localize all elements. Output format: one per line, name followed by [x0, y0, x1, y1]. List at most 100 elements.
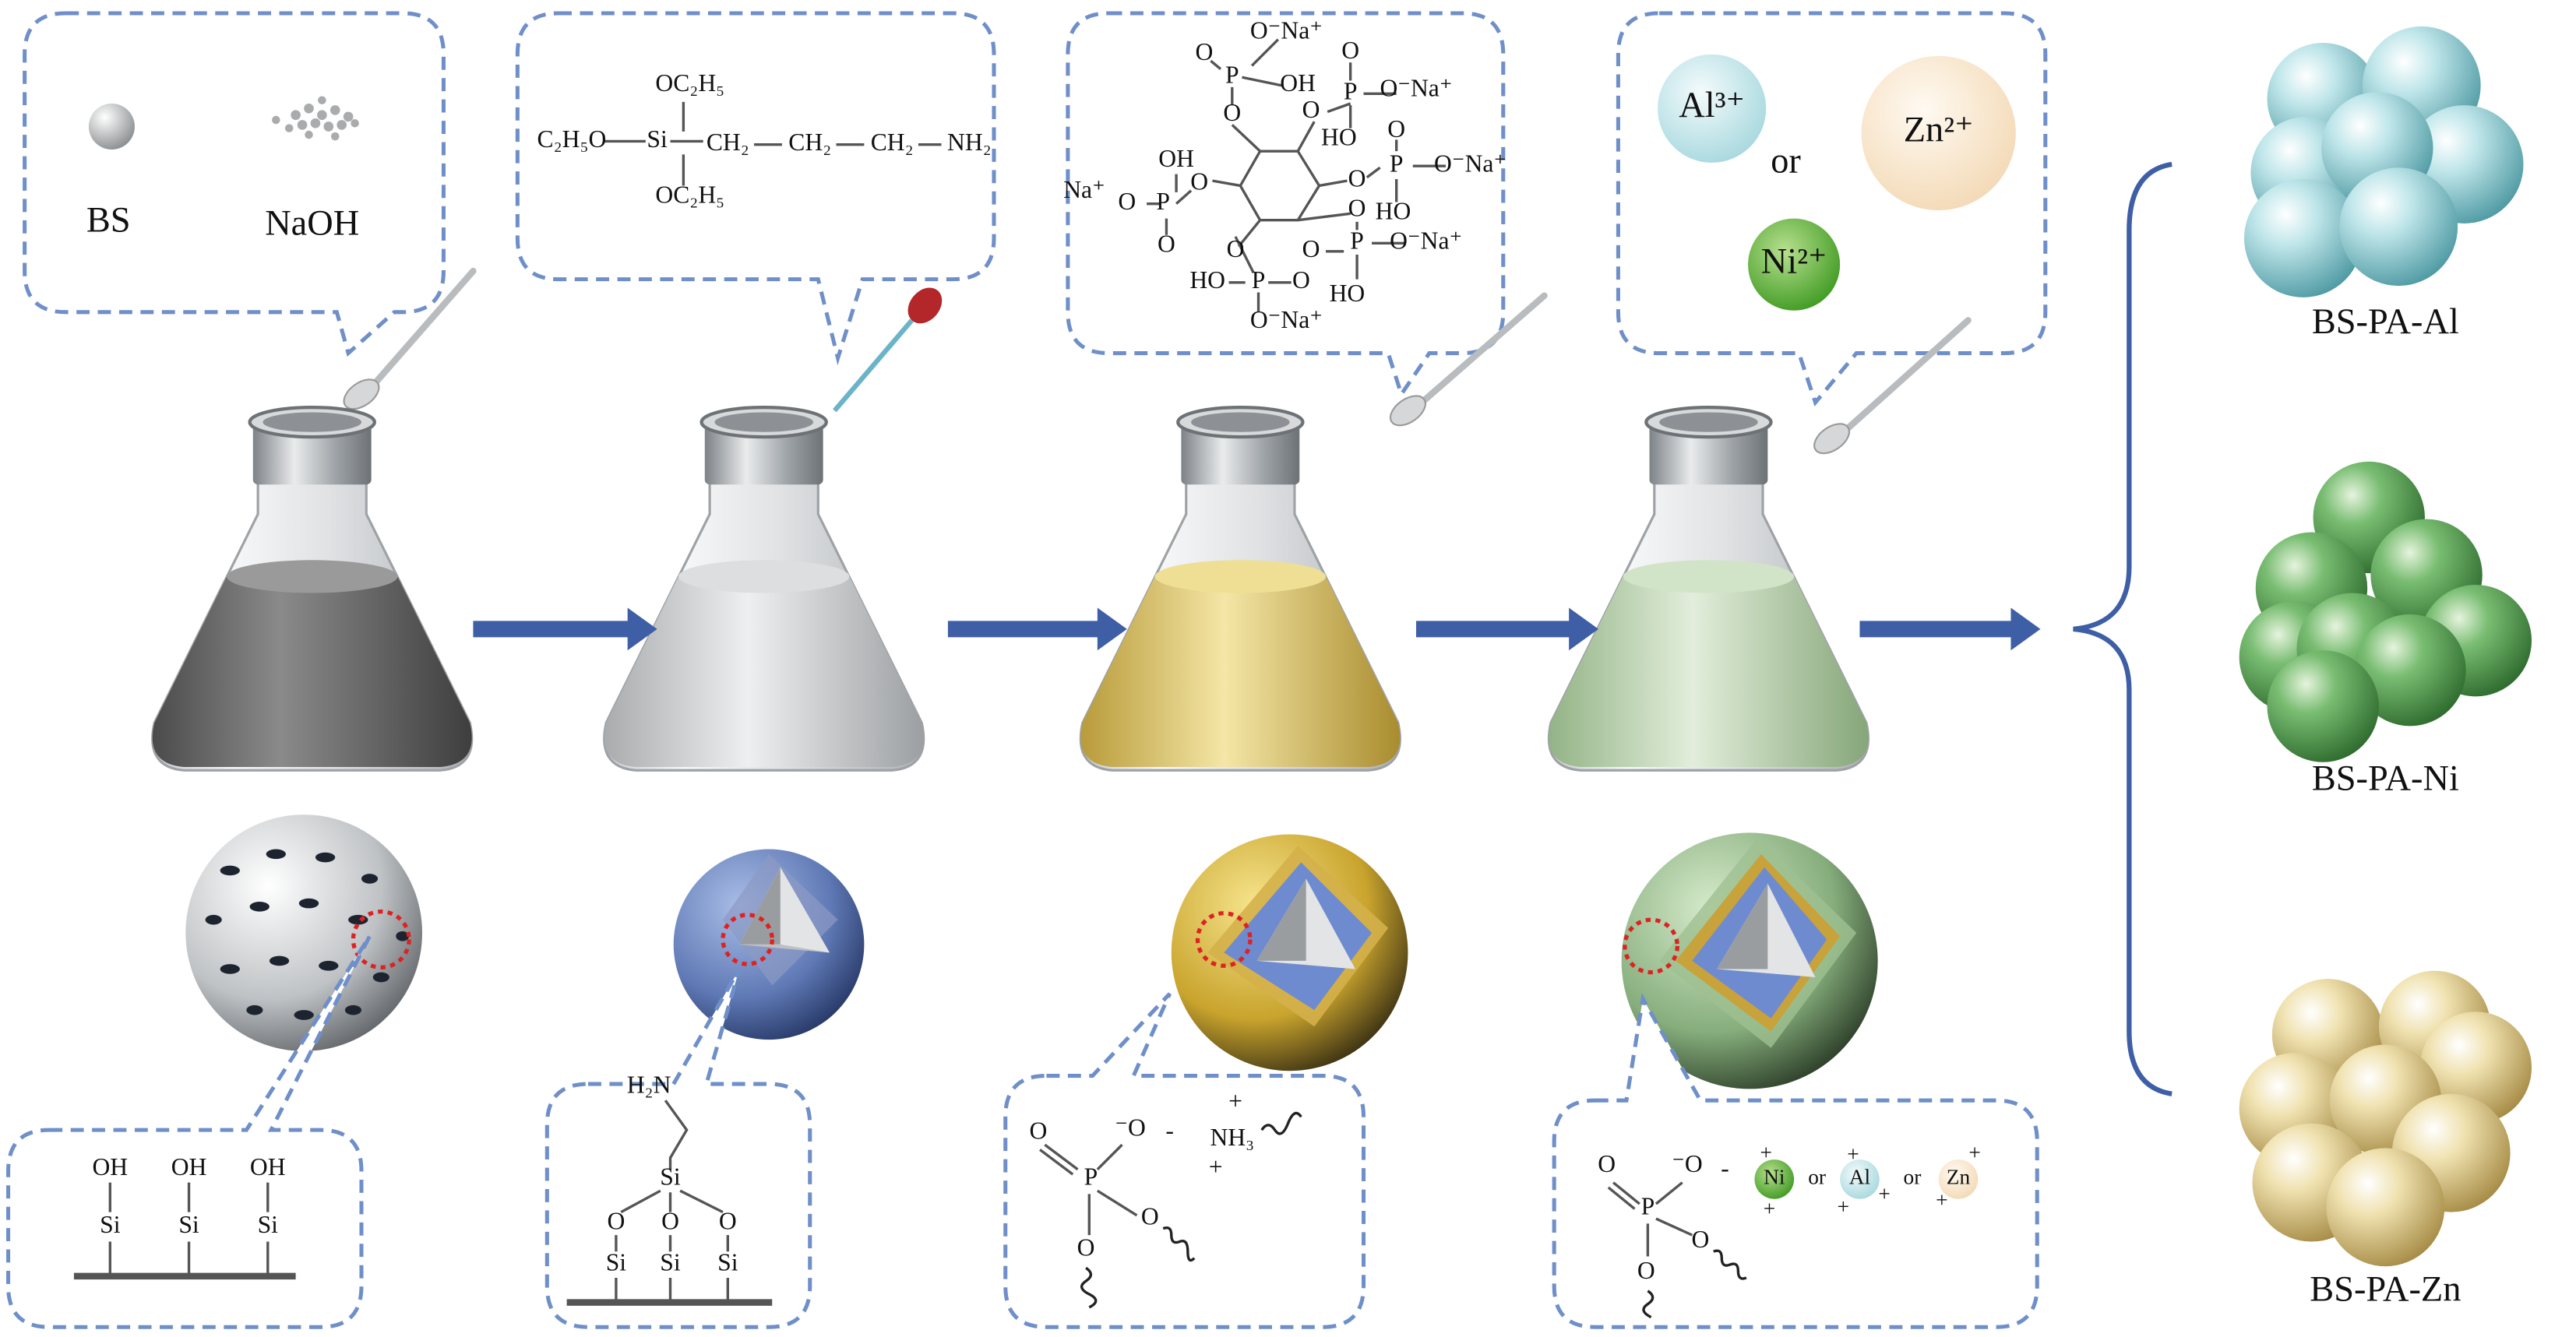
callout-silane-structure: OC₂H₅ C₂H₅O Si CH₂ CH₂ CH₂ NH₂ OC₂H₅: [515, 11, 996, 366]
product-cluster-ni: [2239, 461, 2532, 762]
o-label: O: [1077, 1233, 1095, 1261]
phytate-atom-label: P: [1156, 188, 1170, 215]
particle-ball: [2267, 650, 2379, 762]
highlight-circle-icon: [351, 910, 411, 969]
particle-ball: [2354, 614, 2466, 727]
oh-label: OH: [171, 1153, 207, 1180]
phytate-atom-label: Na⁺: [1063, 176, 1105, 203]
phytate-coated-sphere: [1171, 834, 1408, 1071]
o-minus-label: ⁻O: [1115, 1114, 1146, 1141]
si-label: Si: [660, 1163, 681, 1191]
oh-label: OH: [250, 1153, 286, 1180]
callout-metal-ions: Al³⁺ Zn²⁺ or Ni²⁺: [1616, 11, 2048, 406]
o-label: O: [1598, 1150, 1616, 1177]
plus-label: +: [1764, 1197, 1775, 1220]
si-label: Si: [606, 1248, 627, 1275]
phytate-atom-label: O⁻Na⁺: [1250, 17, 1323, 44]
zn-ion-icon: [1938, 1159, 1979, 1199]
silane-oc2h5-bottom: OC₂H₅: [655, 181, 724, 208]
phytate-atom-label: OH: [1158, 145, 1194, 172]
phytate-atom-label: O: [1118, 188, 1136, 215]
phytate-atom-label: P: [1350, 227, 1364, 255]
arrow-right-icon: [473, 607, 657, 651]
or-label: or: [1904, 1166, 1922, 1189]
o-label: O: [719, 1208, 737, 1235]
particle-ball: [2243, 179, 2363, 297]
phytate-atom-label: P: [1225, 62, 1239, 89]
silane-oc2h5-top: OC₂H₅: [655, 69, 724, 97]
si-label: Si: [178, 1211, 199, 1238]
h2n-label: H₂N: [627, 1071, 671, 1099]
o-label: O: [1637, 1257, 1655, 1284]
o-label: O: [1030, 1117, 1048, 1145]
naoh-label: NaOH: [265, 204, 359, 244]
ionic-dash: -: [1165, 1117, 1174, 1145]
or-label: or: [1771, 142, 1801, 181]
phytate-atom-label: HO: [1321, 124, 1357, 151]
spoon-icon: [1390, 292, 1548, 427]
phytate-atom-label: HO: [1189, 266, 1225, 294]
o-label: O: [1691, 1226, 1709, 1253]
phytate-atom-label: O: [1387, 115, 1405, 142]
dropper-icon: [832, 287, 943, 413]
callout-phosphate-ammonium: O ⁻O - + NH₃ + P O O: [1003, 992, 1366, 1329]
ionic-dash: -: [1721, 1155, 1729, 1182]
silane-ch2-3: CH₂: [871, 128, 914, 156]
p-label: P: [1084, 1163, 1098, 1191]
phytate-atom-label: O: [1223, 99, 1241, 126]
or-label: or: [1808, 1166, 1826, 1189]
highlight-circle-icon: [721, 913, 774, 966]
p-label: P: [1641, 1193, 1655, 1220]
amine-coated-sphere: [673, 849, 865, 1040]
product-label-ni: BS-PA-Ni: [2312, 759, 2459, 799]
o-label: O: [1141, 1202, 1159, 1230]
phytate-atom-label: O⁻Na⁺: [1390, 227, 1462, 255]
ni-ion-icon: [1754, 1159, 1795, 1199]
oh-label: OH: [92, 1153, 128, 1180]
particle-ball: [2339, 167, 2458, 287]
arrow-right-icon: [947, 607, 1127, 651]
bs-label: BS: [86, 200, 131, 240]
spoon-icon: [343, 267, 477, 410]
plus-label: +: [1209, 1153, 1223, 1180]
al-ion-icon: [1840, 1159, 1880, 1199]
highlight-circle-icon: [1623, 917, 1679, 975]
phytate-atom-label: O: [1196, 38, 1214, 65]
callout-reagents-bs-naoh: BS NaOH: [23, 11, 446, 357]
arrow-right-icon: [1416, 607, 1599, 651]
metal-phytate-coated-sphere: [1621, 832, 1878, 1089]
phytate-atom-label: O: [1302, 96, 1320, 123]
phytate-atom-label: P: [1252, 266, 1266, 294]
flask-step2-silane: [604, 407, 924, 770]
ni-ion-label: Ni²⁺: [1761, 241, 1827, 281]
silane-nh2: NH₂: [947, 128, 992, 156]
phytate-atom-label: HO: [1376, 198, 1411, 225]
nh3-label: NH₃: [1210, 1124, 1254, 1151]
zn-label: Zn: [1947, 1166, 1971, 1189]
product-label-al: BS-PA-Al: [2312, 302, 2459, 342]
product-cluster-zn: [2239, 970, 2532, 1267]
phytate-atom-label: O: [1348, 194, 1366, 221]
silane-ch2-2: CH₂: [788, 128, 831, 156]
zn-ion-icon: [1861, 55, 2016, 211]
product-cluster-al: [2243, 26, 2524, 297]
phytate-atom-label: HO: [1330, 280, 1366, 307]
callout-amine-grafted-surface: H₂N Si O O O Si Si Si: [544, 968, 812, 1329]
zn-ion-label: Zn²⁺: [1904, 111, 1974, 150]
naoh-powder-icon: [272, 96, 359, 141]
plus-label: +: [1847, 1142, 1859, 1166]
si-label: Si: [258, 1211, 279, 1238]
porous-bs-sphere: [185, 815, 423, 1051]
phytate-atom-label: O: [1158, 230, 1175, 258]
o-minus-label: ⁻O: [1672, 1150, 1703, 1177]
phytate-atom-label: O: [1302, 235, 1320, 262]
bs-particle-icon: [88, 103, 135, 150]
phytate-atom-label: O: [1348, 164, 1366, 192]
plus-label: +: [1228, 1088, 1242, 1115]
phytate-atom-label: P: [1344, 78, 1358, 105]
silane-si: Si: [647, 125, 668, 153]
phytate-atom-label: O: [1292, 266, 1310, 294]
phytate-atom-label: O⁻Na⁺: [1380, 74, 1452, 101]
